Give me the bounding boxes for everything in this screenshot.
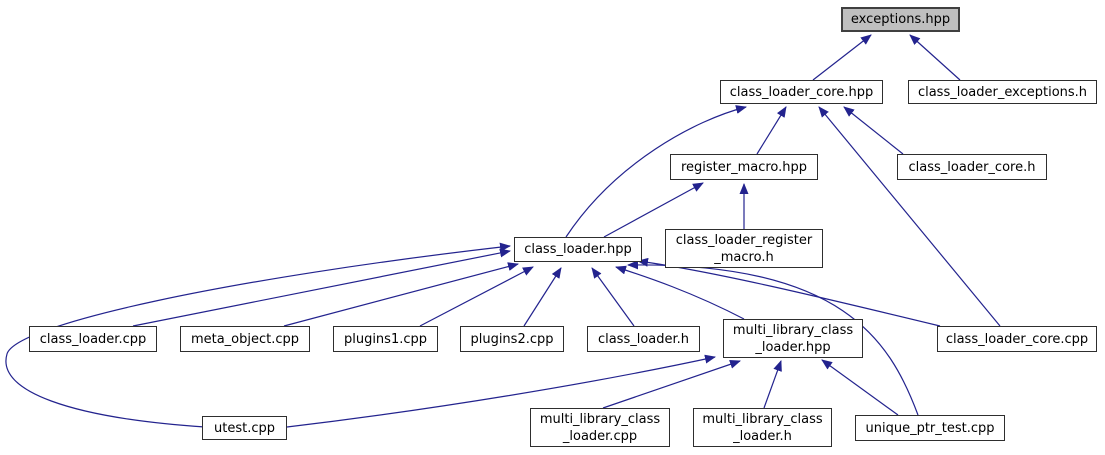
node-plugins2-cpp[interactable]: plugins2.cpp [460,326,564,352]
edge-utest_cpp-to-class_loader_hpp [5,242,511,428]
node-unique-ptr-test-cpp[interactable]: unique_ptr_test.cpp [855,415,1005,441]
node-class-loader-hpp[interactable]: class_loader.hpp [514,237,642,262]
edge-utest_cpp-to-multi_library_class_loader_hpp [286,354,716,428]
edge-class_loader_h-to-class_loader_hpp [591,267,635,327]
edge-unique_ptr_test_cpp-to-class_loader_hpp [627,260,919,416]
edge-class_loader_hpp-to-class_loader_core_hpp [565,105,747,238]
node-class-loader-register-macro-h[interactable]: class_loader_register _macro.h [665,229,823,268]
edge-class_loader_core_cpp-to-class_loader_hpp [637,257,941,327]
edge-multi_library_class_loader_hpp-to-class_loader_hpp [615,265,745,320]
node-utest-cpp[interactable]: utest.cpp [202,416,287,440]
node-class-loader-exceptions-h[interactable]: class_loader_exceptions.h [908,80,1097,104]
edge-class_loader_core_h-to-class_loader_core_hpp [843,106,904,155]
node-class-loader-cpp[interactable]: class_loader.cpp [29,326,157,352]
edge-multi_library_class_loader_h-to-multi_library_class_loader_hpp [763,360,782,409]
node-multi-library-class-loader-hpp[interactable]: multi_library_class _loader.hpp [723,319,863,358]
node-plugins1-cpp[interactable]: plugins1.cpp [333,326,438,352]
edge-register_macro_hpp-to-class_loader_core_hpp [756,106,787,155]
edge-class_loader_core_cpp-to-class_loader_core_hpp [818,106,1001,327]
node-meta-object-cpp[interactable]: meta_object.cpp [180,326,310,352]
node-multi-library-class-loader-cpp[interactable]: multi_library_class _loader.cpp [530,408,670,447]
node-class-loader-core-hpp[interactable]: class_loader_core.hpp [720,80,883,104]
edge-plugins1_cpp-to-class_loader_hpp [419,266,534,327]
node-class-loader-core-cpp[interactable]: class_loader_core.cpp [937,326,1097,352]
edge-unique_ptr_test_cpp-to-multi_library_class_loader_hpp [821,359,899,416]
edge-class_loader_core_hpp-to-exceptions_hpp [812,34,872,81]
edge-plugins2_cpp-to-class_loader_hpp [523,267,562,327]
edge-class_loader_hpp-to-register_macro_hpp [603,182,704,238]
edge-multi_library_class_loader_cpp-to-multi_library_class_loader_hpp [602,359,741,409]
edge-meta_object_cpp-to-class_loader_hpp [283,262,519,327]
node-class-loader-h[interactable]: class_loader.h [587,326,700,352]
node-multi-library-class-loader-h[interactable]: multi_library_class _loader.h [693,408,832,447]
edge-class_loader_cpp-to-class_loader_hpp [132,248,511,327]
node-class-loader-core-h[interactable]: class_loader_core.h [897,154,1047,180]
node-exceptions-hpp[interactable]: exceptions.hpp [841,7,960,32]
node-register-macro-hpp[interactable]: register_macro.hpp [670,154,818,180]
edge-class_loader_exceptions_h-to-exceptions_hpp [909,34,961,81]
